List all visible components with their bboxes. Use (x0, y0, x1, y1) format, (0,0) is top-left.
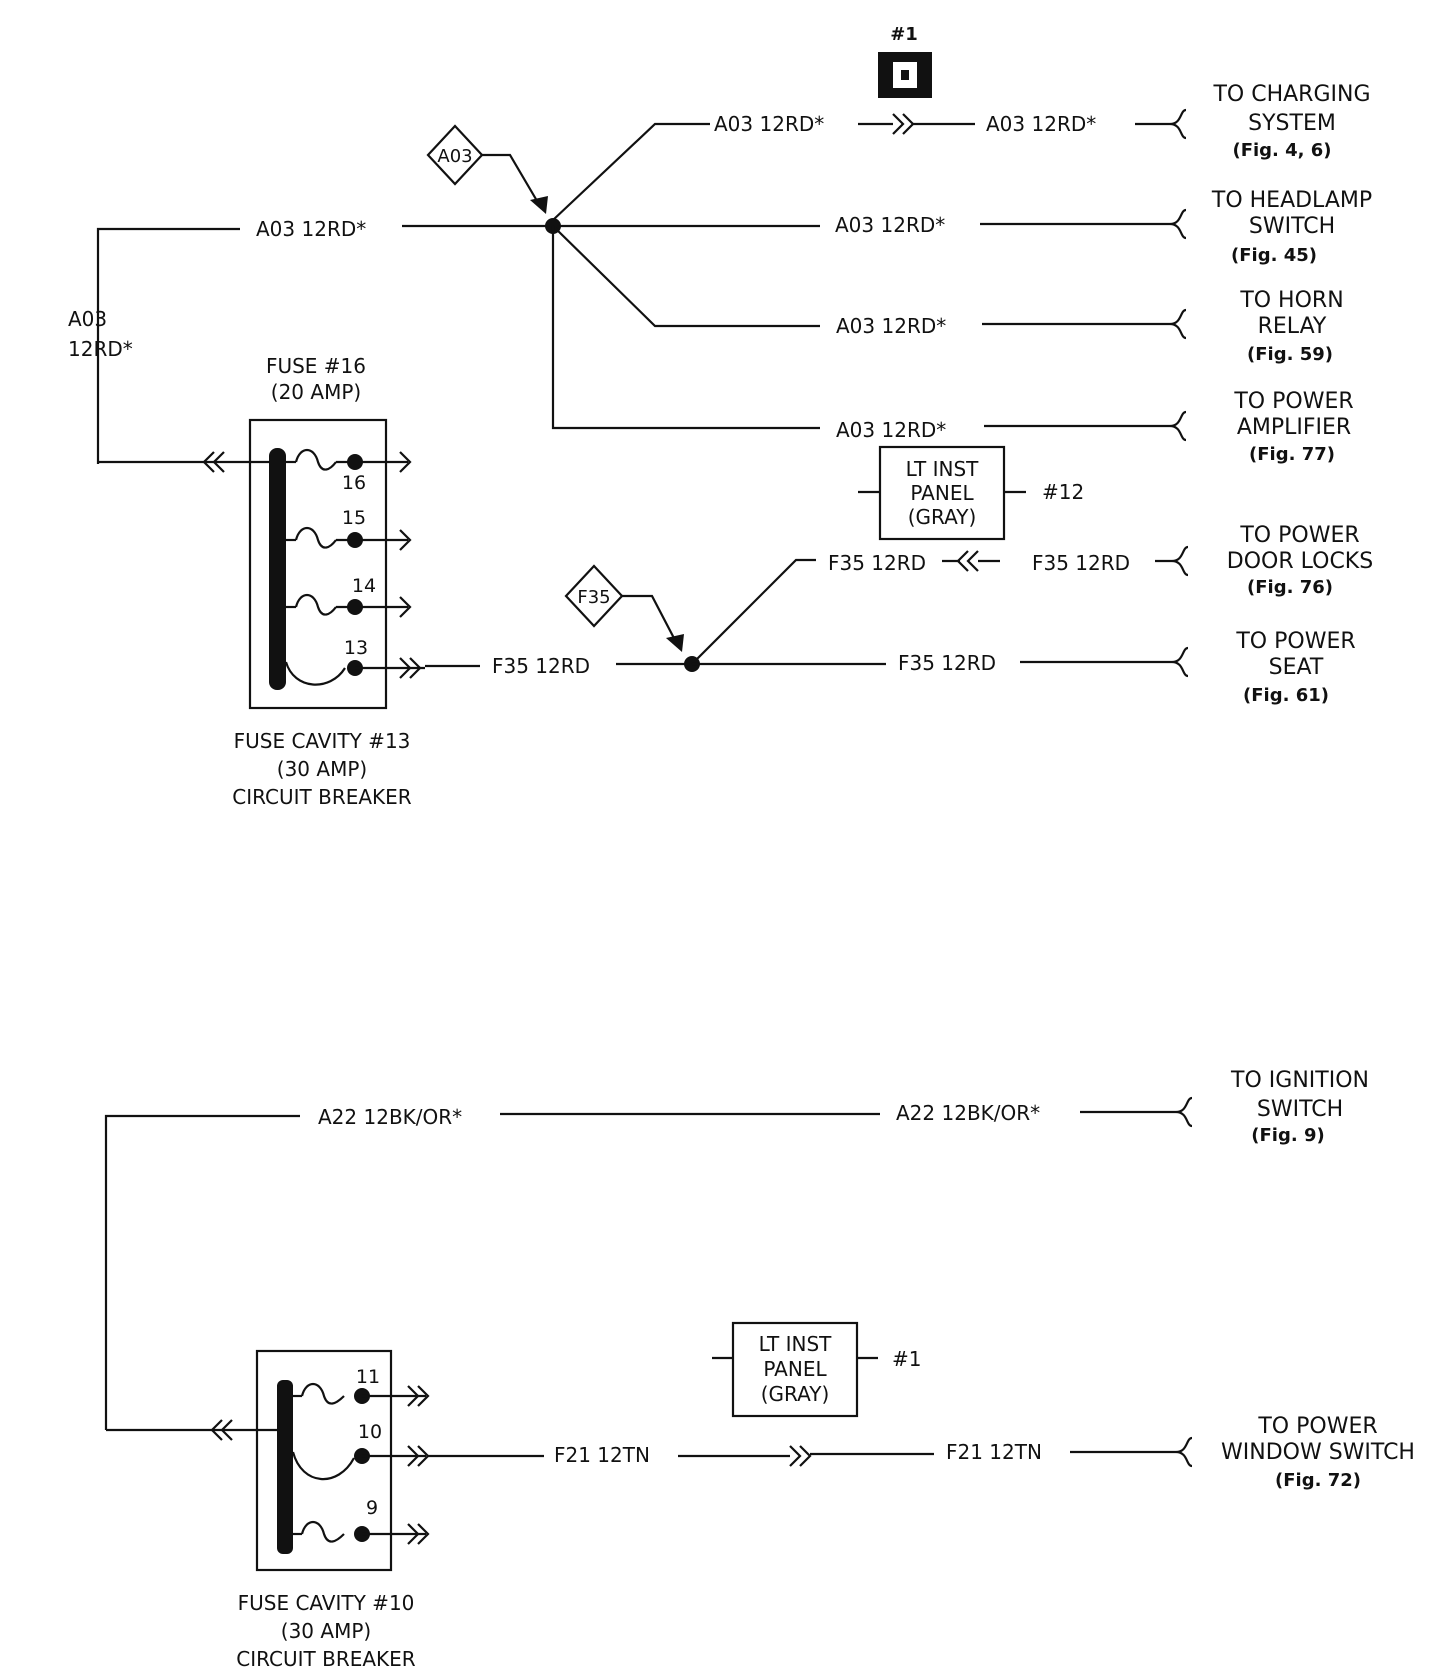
wire-label-window-right: F21 12TN (946, 1440, 1042, 1464)
panel-1-line2: PANEL (763, 1357, 827, 1381)
fig-horn: (Fig. 59) (1247, 344, 1333, 365)
wire-door-locks (691, 558, 816, 665)
wire-window (428, 1436, 1193, 1468)
fuse16-label-line2: (20 AMP) (271, 380, 361, 404)
panel-12-line2: PANEL (910, 481, 974, 505)
connector-1-label: #1 (890, 24, 918, 45)
dest-amplifier-line1: TO POWER (1233, 389, 1353, 414)
dest-door-locks-line2: DOOR LOCKS (1227, 549, 1373, 574)
dest-seat-line2: SEAT (1269, 655, 1324, 680)
dest-headlamp-line2: SWITCH (1249, 214, 1335, 239)
fig-window: (Fig. 72) (1275, 1470, 1361, 1491)
fuse-cavity-13-line3: CIRCUIT BREAKER (232, 785, 412, 809)
fuse-number-15: 15 (342, 507, 366, 529)
wire-label-door-locks-left: F35 12RD (828, 551, 926, 575)
fig-door-locks: (Fig. 76) (1247, 577, 1333, 598)
splice-a03-marker (426, 124, 548, 214)
fuse-block-top (98, 418, 425, 710)
fuse-cavity-13-line2: (30 AMP) (277, 757, 367, 781)
fuse-number-9: 9 (366, 1497, 378, 1519)
panel-1-line3: (GRAY) (761, 1382, 830, 1406)
fig-amplifier: (Fig. 77) (1249, 444, 1335, 465)
dest-charging-line1: TO CHARGING (1212, 82, 1370, 107)
dest-charging-line2: SYSTEM (1248, 111, 1336, 136)
fuse-cavity-10-line3: CIRCUIT BREAKER (236, 1647, 416, 1671)
fig-ignition: (Fig. 9) (1251, 1125, 1324, 1146)
fuse-number-14: 14 (352, 575, 376, 597)
fuse-number-16: 16 (342, 472, 366, 494)
fuse-cavity-13-line1: FUSE CAVITY #13 (234, 729, 411, 753)
wire-label-a03-left-2: 12RD* (68, 337, 133, 361)
wire-label-amplifier: A03 12RD* (836, 418, 946, 442)
wire-label-a03-left-1: A03 (68, 307, 107, 331)
wire-ignition (104, 1096, 1193, 1430)
fig-seat: (Fig. 61) (1243, 685, 1329, 706)
fuse-cavity-10-line1: FUSE CAVITY #10 (238, 1591, 415, 1615)
terminal-amplifier (1169, 410, 1187, 442)
panel-1-pin: #1 (892, 1347, 921, 1371)
terminal-seat (1171, 646, 1189, 678)
dest-ignition-line1: TO IGNITION (1230, 1068, 1369, 1093)
wire-label-window-left: F21 12TN (554, 1443, 650, 1467)
splice-f35-label: F35 (577, 587, 610, 608)
dest-window-line2: WINDOW SWITCH (1221, 1440, 1415, 1465)
dest-window-line1: TO POWER (1257, 1414, 1377, 1439)
fuse-number-11: 11 (356, 1366, 380, 1388)
dest-amplifier-line2: AMPLIFIER (1237, 415, 1351, 440)
wire-label-a03-feed: A03 12RD* (256, 217, 366, 241)
fuse-block-bottom (106, 1349, 430, 1572)
wire-label-charging-right: A03 12RD* (986, 112, 1096, 136)
wire-label-headlamp: A03 12RD* (835, 213, 945, 237)
terminal-door-locks (1171, 545, 1189, 577)
dest-door-locks-line1: TO POWER (1239, 523, 1359, 548)
panel-connector-1 (712, 1321, 878, 1418)
fuse-number-10: 10 (358, 1421, 382, 1443)
splice-a03-label: A03 (437, 146, 472, 167)
panel-12-pin: #12 (1042, 480, 1084, 504)
dest-horn-line2: RELAY (1258, 314, 1327, 339)
wire-amplifier (551, 226, 820, 430)
fuse-cavity-10-line2: (30 AMP) (281, 1619, 371, 1643)
fig-charging: (Fig. 4, 6) (1232, 140, 1331, 161)
dest-horn-line1: TO HORN (1239, 288, 1343, 313)
panel-12-line3: (GRAY) (908, 505, 977, 529)
wire-label-ignition-left: A22 12BK/OR* (318, 1105, 462, 1129)
wire-horn (552, 225, 820, 328)
panel-1-line1: LT INST (759, 1332, 833, 1356)
dest-headlamp-line1: TO HEADLAMP (1211, 188, 1372, 213)
wire-label-door-locks-right: F35 12RD (1032, 551, 1130, 575)
dest-ignition-line2: SWITCH (1257, 1097, 1343, 1122)
wire-charging (552, 108, 1187, 221)
fig-headlamp: (Fig. 45) (1231, 245, 1317, 266)
wire-label-charging-left: A03 12RD* (714, 112, 824, 136)
fuse16-label-line1: FUSE #16 (266, 354, 366, 378)
connector-door-locks (956, 550, 979, 572)
wire-label-ignition-right: A22 12BK/OR* (896, 1101, 1040, 1125)
wire-label-seat: F35 12RD (898, 651, 996, 675)
wire-label-f35-feed: F35 12RD (492, 654, 590, 678)
fuse-number-13: 13 (344, 637, 368, 659)
panel-connector-12 (858, 445, 1026, 541)
wire-label-horn: A03 12RD* (836, 314, 946, 338)
connector-1-icon (878, 52, 932, 98)
terminal-horn (1169, 308, 1187, 340)
dest-seat-line1: TO POWER (1235, 629, 1355, 654)
terminal-headlamp (1169, 208, 1187, 240)
panel-12-line1: LT INST (906, 457, 980, 481)
